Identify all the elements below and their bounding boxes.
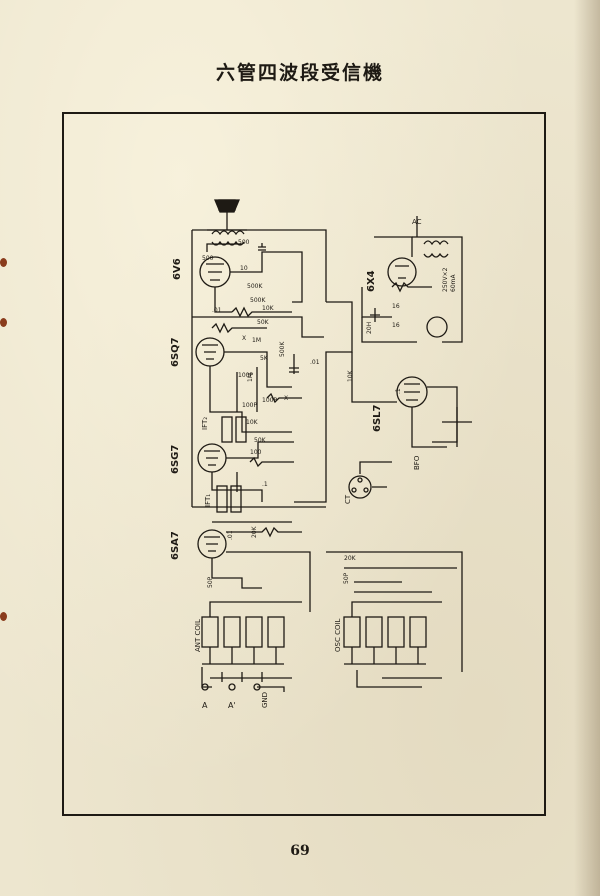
value-label: 10K — [262, 305, 275, 312]
rect-spec-voltage: 250V×2 — [442, 267, 449, 292]
value-label: 500K — [250, 297, 266, 304]
binding-hole — [0, 612, 7, 621]
ct-socket — [348, 475, 372, 499]
value-label: 500K — [247, 283, 263, 290]
value-label: 20K — [344, 555, 357, 562]
osc-coil-bank — [343, 601, 442, 665]
value-label: 20K — [251, 525, 258, 538]
value-label: 100P — [262, 397, 277, 404]
ift1-label: IFT₁ — [204, 494, 212, 507]
tube-label-6sl7: 6SL7 — [372, 404, 383, 432]
ct-label: CT — [344, 494, 352, 504]
value-label: 100P — [238, 372, 253, 379]
value-label: .1 — [395, 388, 402, 394]
value-label: 500 — [202, 255, 214, 262]
ift1-transformer — [216, 485, 242, 513]
ground-label: GND — [261, 692, 269, 708]
page-title: 六管四波段受信機 — [215, 62, 384, 84]
antenna-a2-label: A' — [228, 701, 236, 710]
binding-hole — [0, 318, 7, 327]
binding-hole — [0, 258, 7, 267]
value-label: 50P — [207, 576, 214, 588]
b-plus-bus — [192, 229, 327, 302]
osc-coil-label: OSC COIL — [334, 618, 342, 652]
value-label: 50K — [254, 437, 267, 444]
tube-label-6v6: 6V6 — [172, 258, 183, 280]
value-label: X — [284, 395, 288, 402]
value-label: .01 — [227, 530, 234, 540]
tube-6sq7 — [195, 337, 225, 367]
value-label: 100P — [242, 402, 257, 409]
choke-label: 20H — [366, 322, 373, 334]
value-label: 16 — [392, 322, 400, 329]
value-label: 5K — [260, 355, 269, 362]
tube-label-6x4: 6X4 — [366, 270, 377, 292]
tube-6sa7 — [197, 529, 227, 559]
value-label: 10K — [347, 369, 354, 382]
tube-label-6sa7: 6SA7 — [170, 531, 181, 560]
value-label: .1 — [262, 481, 268, 488]
value-label: 10K — [246, 419, 259, 426]
value-label: 500K — [279, 341, 286, 357]
tube-6x4 — [387, 257, 417, 287]
value-label: X — [242, 335, 246, 342]
value-label: 50K — [257, 319, 270, 326]
value-label: 1M — [247, 373, 254, 382]
page-number: 69 — [290, 843, 310, 859]
ift2-label: IFT₂ — [201, 417, 209, 430]
bfo-label: BFO — [413, 455, 421, 470]
value-label: 1M — [252, 337, 261, 344]
schematic-frame — [62, 112, 546, 816]
value-label: 10 — [240, 265, 248, 272]
value-label: 16 — [392, 303, 400, 310]
ift2-transformer — [221, 416, 247, 443]
speaker-symbol — [214, 199, 240, 230]
value-label: 100 — [250, 449, 262, 456]
rect-spec-current: 60mA — [450, 274, 457, 292]
receiver-schematic: 6V6 6SQ7 6SG7 6SA7 6X4 6SL7 ANT COIL OSC… — [170, 199, 472, 710]
value-label: 500 — [238, 239, 250, 246]
value-label: 50P — [343, 572, 350, 584]
value-label: .01 — [212, 307, 222, 314]
tube-label-6sg7: 6SG7 — [170, 445, 181, 474]
tube-6sg7 — [197, 443, 227, 473]
ac-label: AC — [412, 218, 422, 226]
antenna-a-label: A — [202, 701, 208, 710]
ant-coil-bank — [201, 601, 302, 682]
value-label: .01 — [310, 359, 320, 366]
ant-coil-label: ANT COIL — [194, 619, 202, 652]
tube-label-6sq7: 6SQ7 — [170, 337, 181, 367]
page-edge-shadow — [574, 0, 600, 896]
